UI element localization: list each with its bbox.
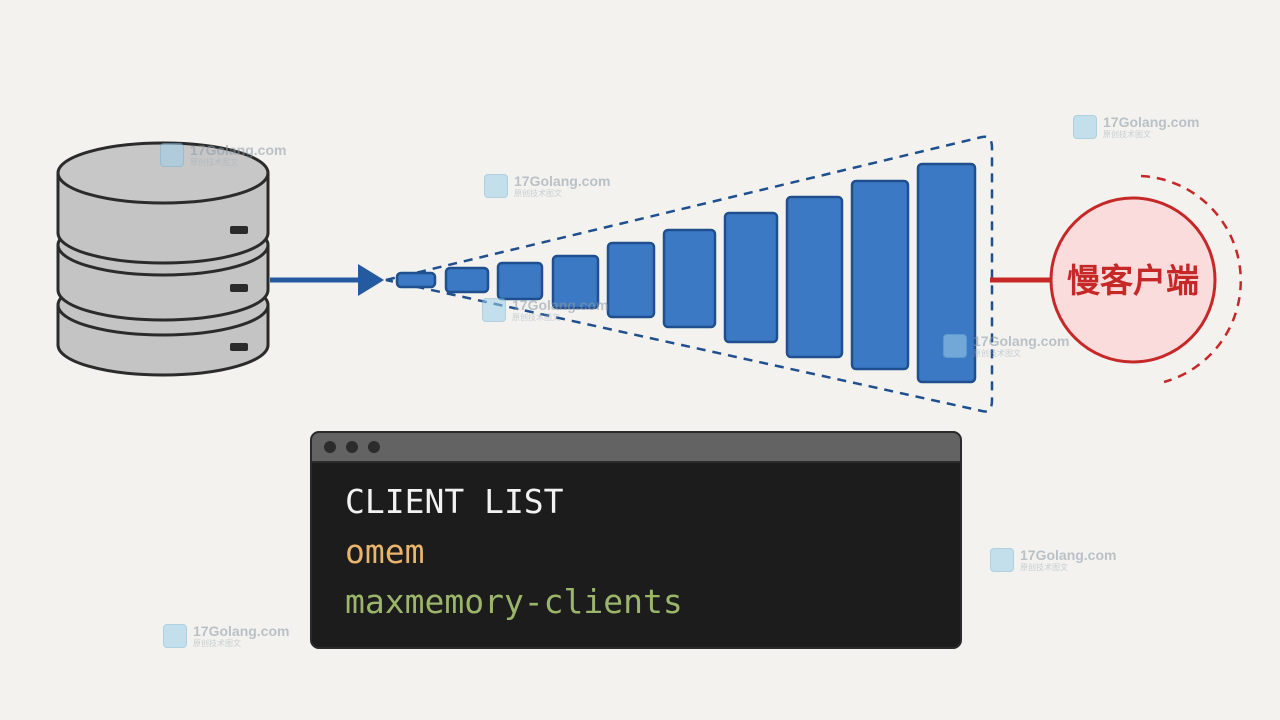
watermark-site: 17Golang.com	[514, 173, 611, 189]
window-dot-icon	[346, 441, 358, 453]
database-disk-top	[56, 141, 270, 265]
buffer-block	[551, 254, 600, 310]
buffer-block	[850, 179, 910, 371]
terminal-line-omem: omem	[345, 532, 425, 571]
buffer-block	[606, 241, 656, 319]
buffer-block	[785, 195, 844, 359]
data-flow-arrow	[270, 264, 384, 296]
watermark-site: 17Golang.com	[973, 333, 1070, 349]
buffer-blocks	[395, 162, 977, 384]
watermark-logo-icon	[160, 143, 184, 167]
watermark-tagline: 原创技术图文	[190, 158, 238, 167]
buffer-block	[723, 211, 779, 344]
buffer-block	[662, 228, 717, 329]
terminal-body: CLIENT LIST omem maxmemory-clients	[312, 463, 960, 627]
slow-client-node: 慢客户端	[1049, 174, 1243, 384]
watermark-logo-icon	[1073, 115, 1097, 139]
buffer-block	[496, 261, 544, 301]
buffer-block	[916, 162, 977, 384]
buffer-block	[395, 271, 437, 289]
output-buffer-funnel	[385, 135, 994, 413]
watermark-tagline: 原创技术图文	[1020, 563, 1068, 572]
watermark-site: 17Golang.com	[190, 142, 287, 158]
terminal-window: CLIENT LIST omem maxmemory-clients	[310, 431, 962, 649]
watermark-logo-icon	[484, 174, 508, 198]
terminal-line-command: CLIENT LIST	[345, 482, 564, 521]
watermark-logo-icon	[943, 334, 967, 358]
watermark-tagline: 原创技术图文	[193, 639, 241, 648]
terminal-line-maxmemory-clients: maxmemory-clients	[345, 582, 683, 621]
watermark-site: 17Golang.com	[512, 297, 609, 313]
watermark-logo-icon	[163, 624, 187, 648]
watermark-logo-icon	[990, 548, 1014, 572]
client-dashed-ring	[1140, 174, 1243, 384]
watermark-tagline: 原创技术图文	[973, 349, 1021, 358]
slow-client-label: 慢客户端	[1067, 261, 1199, 300]
watermark-site: 17Golang.com	[1020, 547, 1117, 563]
watermark-tagline: 原创技术图文	[1103, 130, 1151, 139]
window-dot-icon	[368, 441, 380, 453]
terminal-titlebar	[312, 433, 960, 463]
watermark-logo-icon	[482, 298, 506, 322]
watermark-site: 17Golang.com	[193, 623, 290, 639]
watermark-tagline: 原创技术图文	[514, 189, 562, 198]
watermark-tagline: 原创技术图文	[512, 313, 560, 322]
window-dot-icon	[324, 441, 336, 453]
watermark-site: 17Golang.com	[1103, 114, 1200, 130]
database-icon	[56, 141, 270, 377]
buffer-block	[444, 266, 490, 294]
